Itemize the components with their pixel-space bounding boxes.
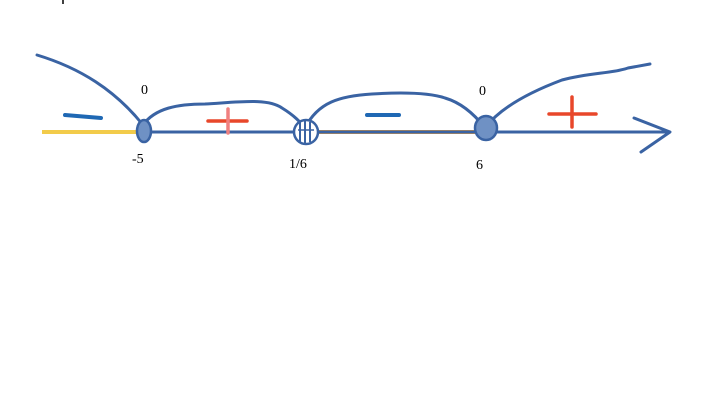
point-marker-six	[473, 114, 499, 142]
point-marker-one-sixth	[292, 118, 320, 146]
sign-curve	[35, 53, 652, 131]
interval-sign-plus-2	[547, 95, 598, 129]
axis-arrow-head	[632, 116, 672, 154]
point-label-six: 6	[476, 158, 483, 173]
interval-sign-plus-1	[206, 107, 249, 135]
point-label-minus5: -5	[132, 152, 144, 167]
point-label-one-sixth: 1/6	[289, 157, 307, 172]
point-marker-minus5	[135, 118, 153, 144]
value-above-six: 0	[479, 84, 486, 99]
interval-sign-minus-1	[63, 113, 103, 120]
value-above-minus5: 0	[141, 83, 148, 98]
